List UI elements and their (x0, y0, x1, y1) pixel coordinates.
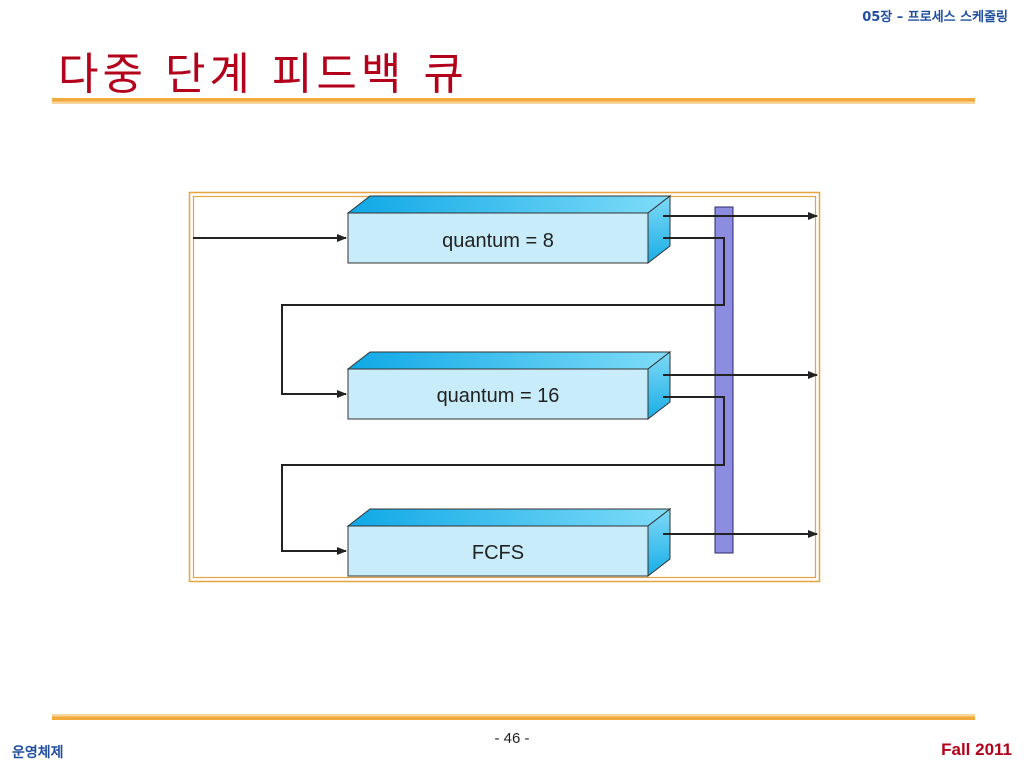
demotion-arrow-2-to-3 (281, 396, 725, 555)
queue-box-1: quantum = 8 (346, 194, 672, 265)
demotion-arrow-1-to-2 (281, 237, 725, 398)
queue-label-3: FCFS (472, 542, 524, 564)
slide-title: 다중 단계 피드백 큐 (58, 49, 468, 100)
queue-label-1: quantum = 8 (442, 230, 554, 252)
queue-box-3: FCFS (346, 507, 672, 578)
title-divider (52, 98, 975, 104)
footer-divider (52, 714, 975, 720)
feedback-bar (714, 206, 734, 554)
semester-label: Fall 2011 (941, 740, 1012, 759)
page-number: - 46 - (494, 730, 530, 747)
chapter-header: 05장 – 프로세스 스케줄링 (862, 10, 1008, 25)
queue-box-2: quantum = 16 (346, 350, 672, 421)
queue-label-2: quantum = 16 (437, 385, 560, 407)
course-name: 운영체제 (12, 745, 64, 761)
